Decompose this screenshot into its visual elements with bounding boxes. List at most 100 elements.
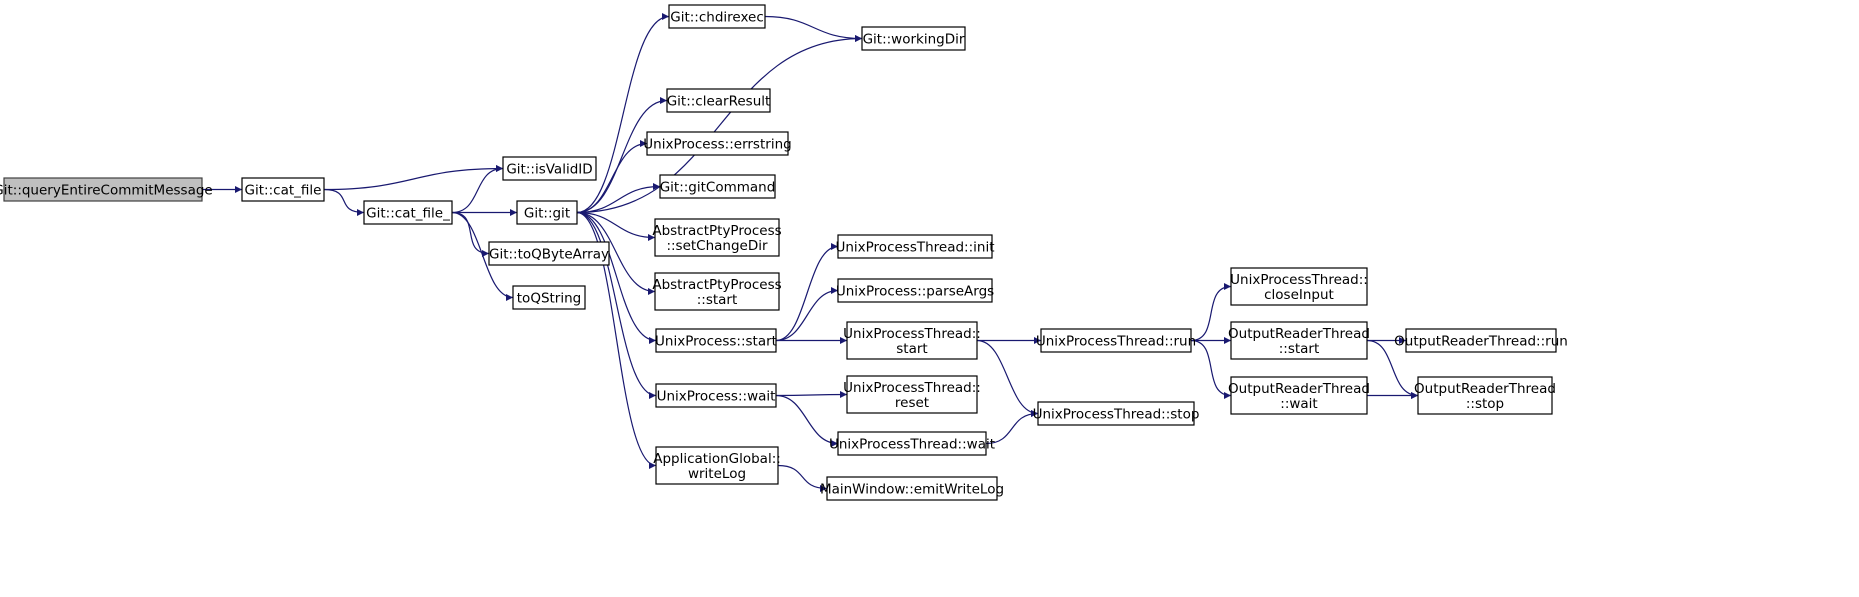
node-box xyxy=(655,383,777,408)
node-box xyxy=(654,218,780,257)
node-upt-start[interactable]: UnixProcessThread::start xyxy=(843,321,981,360)
node-label: start xyxy=(896,341,927,357)
node-label: OutputReaderThread xyxy=(1228,326,1370,342)
node-label: AbstractPtyProcess xyxy=(652,223,781,239)
node-box xyxy=(668,4,766,29)
node-label: OutputReaderThread xyxy=(1414,381,1556,397)
node-box xyxy=(659,174,776,199)
node-query-entire[interactable]: Git::queryEntireCommitMessage xyxy=(0,177,213,202)
node-to-qbyte-array[interactable]: Git::toQByteArray xyxy=(488,241,610,266)
node-parse-args[interactable]: UnixProcess::parseArgs xyxy=(836,278,994,303)
node-close-input[interactable]: UnixProcessThread::closeInput xyxy=(1230,267,1368,306)
node-up-start[interactable]: UnixProcess::start xyxy=(655,328,777,353)
node-label: Git::clearResult xyxy=(667,94,771,110)
edge-layer xyxy=(201,13,1419,492)
node-upt-stop[interactable]: UnixProcessThread::stop xyxy=(1033,401,1200,426)
node-upt-wait[interactable]: UnixProcessThread::wait xyxy=(829,431,995,456)
node-box xyxy=(1230,267,1368,306)
node-box xyxy=(1405,328,1557,353)
edge-up-wait-to-upt-reset xyxy=(775,391,848,399)
edge-git-to-write-log xyxy=(576,211,657,469)
node-label: UnixProcessThread:: xyxy=(843,380,981,396)
node-errstring[interactable]: UnixProcess::errstring xyxy=(643,131,792,156)
node-box xyxy=(3,177,203,202)
node-label: UnixProcessThread::init xyxy=(835,240,994,256)
node-ort-run[interactable]: OutputReaderThread::run xyxy=(1394,328,1568,353)
edge-upt-run-to-ort-wait xyxy=(1190,339,1232,399)
edge-chdirexec-to-working-dir xyxy=(764,15,863,42)
node-cat-file[interactable]: Git::cat_file xyxy=(241,177,325,202)
edge-cat-file--to-to-qstring xyxy=(451,211,514,301)
node-label: reset xyxy=(895,395,929,411)
node-label: UnixProcessThread:: xyxy=(843,326,981,342)
node-box xyxy=(646,131,789,156)
node-label: Git::cat_file_ xyxy=(366,206,450,222)
node-label: toQString xyxy=(517,291,581,307)
edge-cat-file-to-is-valid-id xyxy=(323,165,504,191)
node-chdirexec[interactable]: Git::chdirexec xyxy=(668,4,766,29)
edge-write-log-to-emit-write-log xyxy=(777,464,828,492)
node-box xyxy=(1230,376,1368,415)
node-box xyxy=(846,321,978,360)
node-label: OutputReaderThread xyxy=(1228,381,1370,397)
node-box xyxy=(846,375,978,414)
node-box xyxy=(502,156,597,181)
node-to-qstring[interactable]: toQString xyxy=(512,285,586,310)
node-working-dir[interactable]: Git::workingDir xyxy=(861,26,966,51)
node-box xyxy=(1040,328,1192,353)
node-box xyxy=(837,431,987,456)
edge-cat-file-to-cat-file- xyxy=(323,188,365,216)
node-git-command[interactable]: Git::gitCommand xyxy=(659,174,776,199)
node-git[interactable]: Git::git xyxy=(516,200,578,225)
edge-up-start-to-parse-args xyxy=(775,287,839,342)
node-label: UnixProcess::errstring xyxy=(643,137,791,153)
node-box xyxy=(655,446,779,485)
node-box xyxy=(837,234,993,259)
node-label: Git::git xyxy=(524,206,570,222)
node-label: ::start xyxy=(697,292,738,308)
node-upt-init[interactable]: UnixProcessThread::init xyxy=(835,234,995,259)
node-write-log[interactable]: ApplicationGlobal::writeLog xyxy=(653,446,781,485)
node-box xyxy=(516,200,578,225)
node-label: ::setChangeDir xyxy=(666,238,768,254)
node-box xyxy=(1230,321,1368,360)
edge-upt-wait-to-upt-stop xyxy=(985,410,1039,445)
node-ort-wait[interactable]: OutputReaderThread::wait xyxy=(1228,376,1370,415)
node-label: ::stop xyxy=(1466,396,1504,412)
node-clear-result[interactable]: Git::clearResult xyxy=(666,88,771,113)
node-upt-reset[interactable]: UnixProcessThread::reset xyxy=(843,375,981,414)
node-label: ::wait xyxy=(1280,396,1317,412)
node-box xyxy=(241,177,325,202)
node-cat-file-[interactable]: Git::cat_file_ xyxy=(363,200,453,225)
node-label: Git::workingDir xyxy=(863,32,965,48)
node-set-change-dir[interactable]: AbstractPtyProcess::setChangeDir xyxy=(652,218,782,257)
node-box xyxy=(655,328,777,353)
node-label: UnixProcessThread::run xyxy=(1036,334,1196,350)
node-label: AbstractPtyProcess xyxy=(652,277,781,293)
node-emit-write-log[interactable]: MainWindow::emitWriteLog xyxy=(820,476,1004,501)
edge-upt-start-to-upt-stop xyxy=(976,339,1039,417)
node-label: Git::chdirexec xyxy=(670,10,764,26)
node-label: writeLog xyxy=(688,466,746,482)
edge-git-to-set-change-dir xyxy=(576,211,656,241)
edge-up-start-to-upt-init xyxy=(775,243,839,342)
node-apty-start[interactable]: AbstractPtyProcess::start xyxy=(652,272,782,311)
node-up-wait[interactable]: UnixProcess::wait xyxy=(655,383,777,408)
node-box xyxy=(512,285,586,310)
node-is-valid-id[interactable]: Git::isValidID xyxy=(502,156,597,181)
edge-git-to-chdirexec xyxy=(576,13,670,214)
node-ort-start[interactable]: OutputReaderThread::start xyxy=(1228,321,1370,360)
node-label: Git::isValidID xyxy=(506,162,592,178)
node-upt-run[interactable]: UnixProcessThread::run xyxy=(1036,328,1196,353)
node-label: UnixProcess::parseArgs xyxy=(836,284,994,300)
edge-upt-run-to-close-input xyxy=(1190,283,1232,342)
node-label: ApplicationGlobal:: xyxy=(653,451,781,467)
node-box xyxy=(1037,401,1195,426)
node-ort-stop[interactable]: OutputReaderThread::stop xyxy=(1414,376,1556,415)
node-label: ::start xyxy=(1279,341,1320,357)
edge-git-to-working-dir xyxy=(576,35,863,214)
edge-git-to-up-start xyxy=(576,211,657,344)
node-label: OutputReaderThread::run xyxy=(1394,334,1568,350)
node-label: UnixProcess::wait xyxy=(657,389,776,405)
